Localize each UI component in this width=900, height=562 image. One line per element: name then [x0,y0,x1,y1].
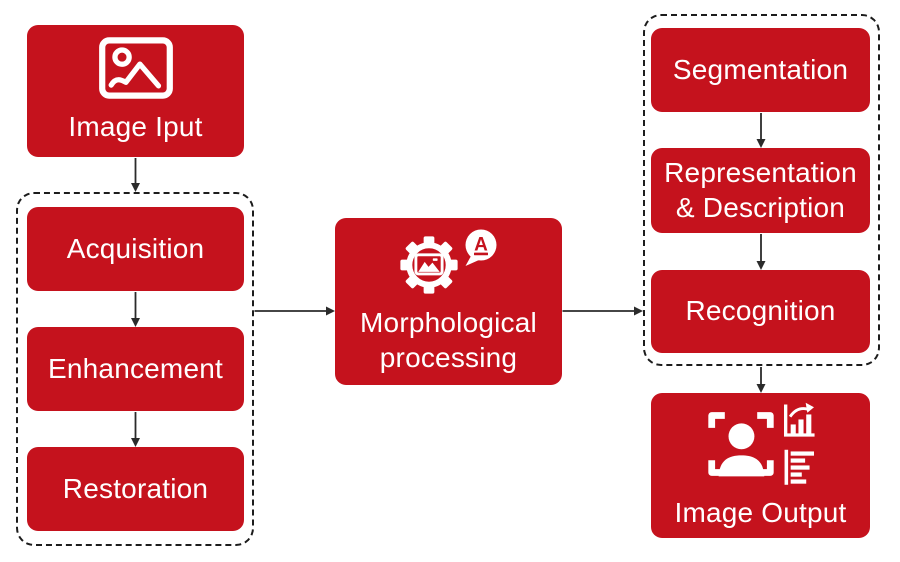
node-recognition: Recognition [651,270,870,353]
node-restoration: Restoration [27,447,244,531]
node-label: Segmentation [672,53,849,85]
output-icons [704,400,818,492]
node-label: Image Output [674,497,847,529]
morphological-icons: A [398,228,500,301]
node-label: Image Iput [68,111,203,143]
node-label: Recognition [685,295,836,327]
node-image-input: Image Iput [27,25,244,157]
analysis-group-frame [643,14,880,366]
output-chart-icons [780,400,818,492]
node-enhancement: Enhancement [27,327,244,411]
node-acquisition: Acquisition [27,207,244,291]
node-label: Restoration [62,472,209,504]
node-label: Representation & Description [664,157,857,223]
node-label: Acquisition [66,232,205,264]
face-scan-icon [704,407,778,486]
gear-image-icon [398,234,460,301]
speech-bubble-a-icon: A [460,228,500,275]
bar-chart-up-icon [780,400,818,445]
node-label: Enhancement [48,352,223,384]
node-morphological-processing: A Morphological processing [335,218,562,385]
node-image-output: Image Output [651,393,870,538]
node-label: Morphological processing [360,307,537,373]
bubble-letter: A [474,235,488,256]
node-segmentation: Segmentation [651,28,870,112]
image-picture-icon [98,37,174,104]
preprocessing-group-frame [16,192,254,546]
report-bars-icon [780,447,818,492]
node-representation-description: Representation & Description [651,148,870,233]
